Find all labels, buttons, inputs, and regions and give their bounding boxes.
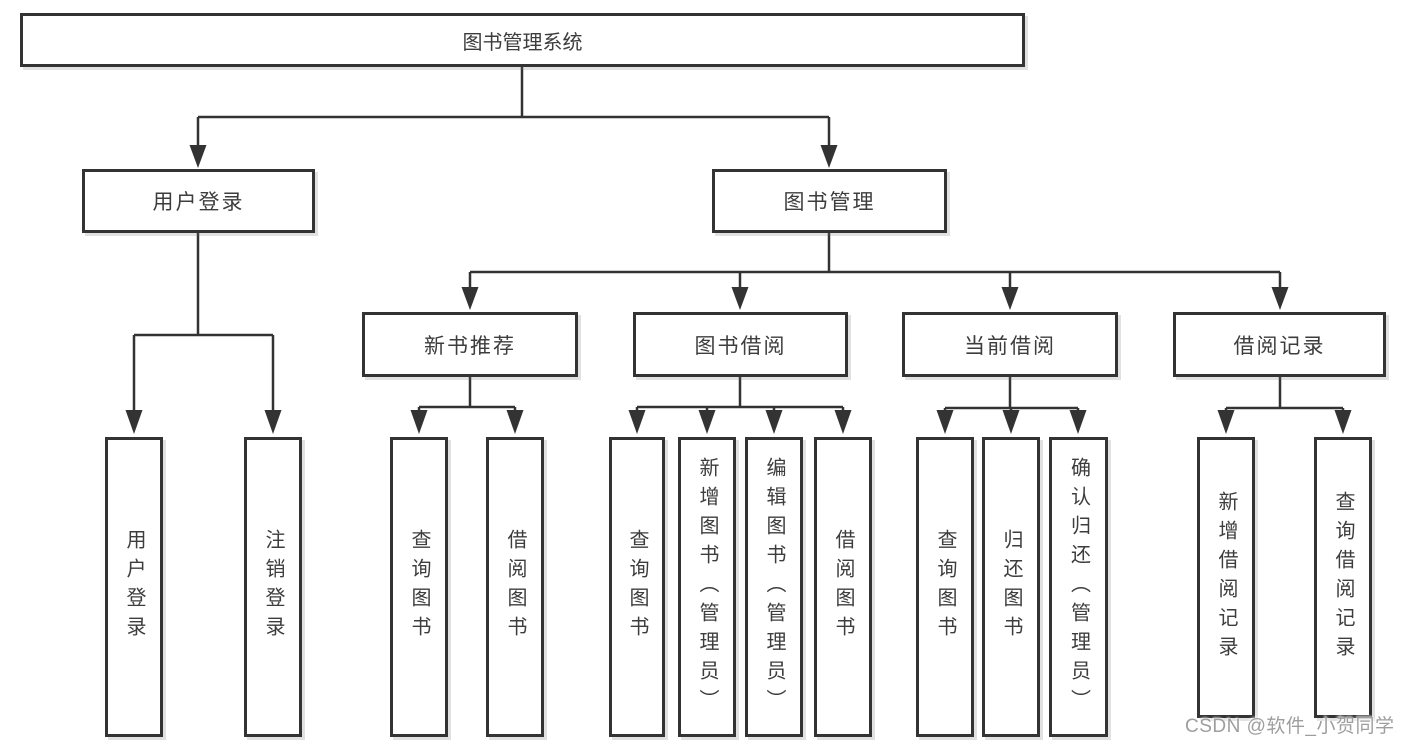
arrowhead-icon	[1002, 410, 1020, 434]
node-user-login: 用户登录	[82, 169, 315, 233]
arrowhead-icon	[125, 410, 143, 434]
arrowhead-icon	[1001, 287, 1019, 310]
arrowhead-icon	[1069, 410, 1087, 434]
connector-borrowing-records	[1217, 377, 1352, 434]
leaf-query-books-borrowing: 查询图书	[609, 437, 665, 737]
arrowhead-icon	[264, 410, 282, 434]
arrowhead-icon	[698, 410, 716, 434]
leaf-add-books-admin: 新增图书（管理员）	[678, 437, 736, 737]
leaf-borrow-books-recommend: 借阅图书	[486, 437, 544, 737]
leaf-query-books-recommend: 查询图书	[390, 437, 448, 737]
arrowhead-icon	[628, 410, 646, 434]
leaf-return-books: 归还图书	[982, 437, 1040, 737]
node-new-book-recommendation: 新书推荐	[362, 312, 578, 377]
connector-root	[189, 67, 838, 168]
node-book-management: 图书管理	[712, 169, 947, 233]
arrowhead-icon	[461, 287, 479, 310]
leaf-logout: 注销登录	[244, 437, 302, 737]
arrowhead-icon	[834, 410, 852, 434]
connector-new-book-recommendation	[410, 377, 524, 434]
connector-book-management	[461, 233, 1289, 310]
arrowhead-icon	[189, 145, 207, 168]
connector-book-borrowing	[628, 377, 852, 434]
leaf-query-books-current: 查询图书	[916, 437, 974, 737]
arrowhead-icon	[936, 410, 954, 434]
arrowhead-icon	[1271, 287, 1289, 310]
connector-user-login	[125, 233, 282, 434]
arrowhead-icon	[410, 410, 428, 434]
node-book-borrowing: 图书借阅	[633, 312, 848, 377]
leaf-query-borrow-record: 查询借阅记录	[1314, 437, 1372, 718]
connector-current-borrowing	[936, 377, 1087, 434]
arrowhead-icon	[820, 145, 838, 168]
arrowhead-icon	[731, 287, 749, 310]
node-borrowing-records: 借阅记录	[1173, 312, 1386, 377]
arrowhead-icon	[1334, 410, 1352, 434]
leaf-confirm-return-admin: 确认归还（管理员）	[1049, 437, 1108, 737]
arrowhead-icon	[1217, 410, 1235, 434]
leaf-borrow-books-borrowing: 借阅图书	[814, 437, 872, 737]
node-library-system: 图书管理系统	[20, 13, 1025, 67]
watermark: CSDN @软件_小贺同学	[1185, 716, 1395, 737]
leaf-add-borrow-record: 新增借阅记录	[1197, 437, 1255, 718]
node-current-borrowing: 当前借阅	[902, 312, 1118, 377]
leaf-user-login: 用户登录	[105, 437, 163, 737]
arrowhead-icon	[765, 410, 783, 434]
leaf-edit-books-admin: 编辑图书（管理员）	[745, 437, 803, 737]
arrowhead-icon	[506, 410, 524, 434]
